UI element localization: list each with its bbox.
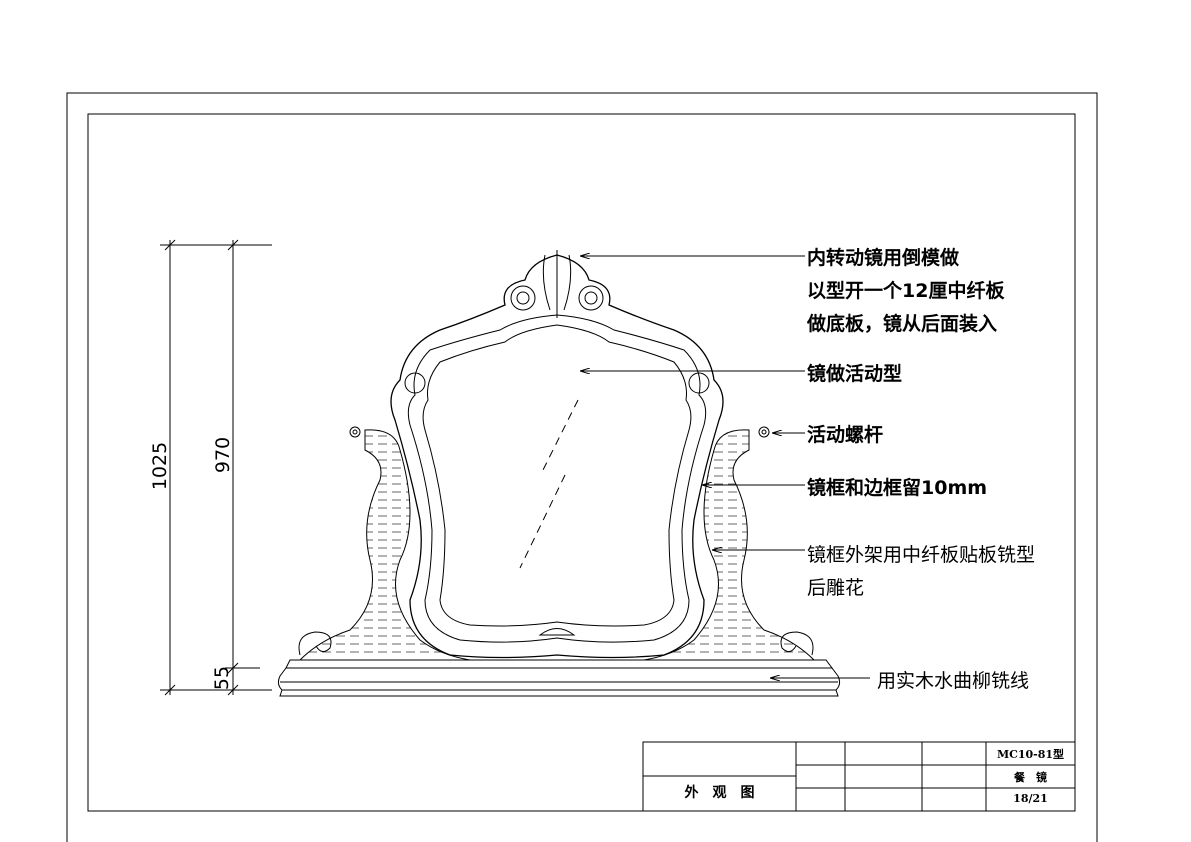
title-product: 餐 镜	[1014, 771, 1047, 784]
dim-mirror-height: 970	[212, 436, 235, 474]
mirror-frame-outer	[390, 254, 724, 659]
annotation-crest-line3: 做底板，镜从后面装入	[807, 313, 998, 335]
right-wing-panel	[643, 429, 816, 661]
mirror-glass-edge	[422, 324, 692, 627]
glass-reflection	[519, 399, 579, 569]
left-wing-panel	[298, 429, 471, 661]
annotation-crest-line2: 以型开一个12厘中纤板	[807, 280, 1005, 302]
title-model: MC10-81型	[996, 748, 1065, 761]
base-molding	[277, 659, 841, 697]
annotation-mirror: 镜做活动型	[807, 363, 903, 385]
title-drawing-name: 外 观 图	[684, 785, 755, 801]
leader-lines	[580, 256, 870, 678]
top-crest-carving	[404, 250, 710, 636]
annotation-crest-line1: 内转动镜用倒模做	[807, 247, 960, 269]
title-block-grid	[642, 741, 1076, 812]
dimension-lines	[160, 239, 272, 696]
dim-base-height: 55	[211, 665, 234, 691]
mirror-frame-middle	[407, 314, 707, 643]
inner-border	[87, 113, 1076, 812]
dim-overall-height: 1025	[149, 441, 172, 491]
annotation-outer-frame-line1: 镜框外架用中纤板贴板铣型	[807, 544, 1036, 566]
annotation-screw: 活动螺杆	[807, 424, 884, 446]
outer-border	[66, 92, 1098, 842]
title-sheet: 18/21	[1013, 792, 1048, 805]
annotation-gap: 镜框和边框留10mm	[807, 477, 988, 499]
annotation-base: 用实木水曲柳铣线	[877, 670, 1030, 692]
annotation-outer-frame-line2: 后雕花	[807, 577, 865, 599]
